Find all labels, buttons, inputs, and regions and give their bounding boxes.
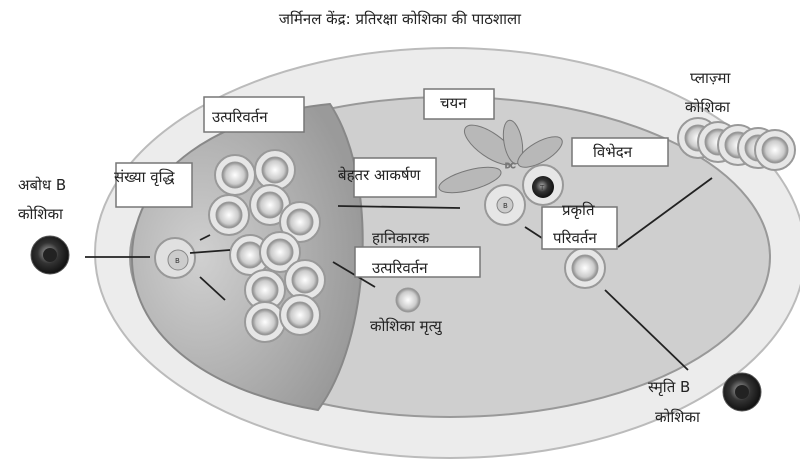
affinity-box: [353, 157, 437, 198]
label-mutation: उत्परिवर्तन: [212, 108, 268, 126]
label-cell-death: कोशिका मृत्यु: [370, 317, 443, 336]
label-naive-b: अबोध B: [18, 176, 66, 194]
dying-cell: [395, 287, 421, 313]
label-selection: चयन: [440, 94, 467, 112]
label-harmful-mutation: उत्परिवर्तन: [372, 259, 428, 277]
label-class-switch-1: प्रकृति: [562, 201, 595, 220]
class-switch-box: [541, 206, 618, 250]
dendritic-cell: DC: [438, 119, 563, 194]
svg-text:DC: DC: [505, 162, 515, 170]
t-cell: T: [522, 164, 564, 206]
mutation-box: [203, 96, 305, 133]
label-memory-b: स्मृति B: [648, 378, 690, 397]
label-harmful: हानिकारक: [372, 229, 430, 247]
svg-text:B: B: [503, 202, 508, 210]
label-class-switch-2: परिवर्तन: [553, 229, 597, 247]
label-proliferation: संख्या वृद्धि: [114, 168, 175, 187]
label-better-affinity: बेहतर आकर्षण: [338, 166, 422, 184]
label-memory-b-cell: कोशिका: [655, 408, 701, 426]
label-plasma-cell: कोशिका: [685, 98, 731, 116]
diagram-title: जर्मिनल केंद्र: प्रतिरक्षा कोशिका की पाठ…: [279, 10, 522, 28]
label-plasma: प्लाज़्मा: [690, 69, 731, 87]
label-naive-b-cell: कोशिका: [18, 205, 64, 223]
arrows: [85, 177, 713, 371]
centroblast: B: [154, 237, 196, 279]
proliferation-box: [115, 162, 193, 208]
svg-text:T: T: [539, 184, 545, 192]
selection-box: [423, 88, 495, 120]
selected-b-cell: B: [484, 184, 526, 226]
memory-b-cell: [722, 372, 762, 412]
naive-b-cell: [30, 235, 70, 275]
svg-text:B: B: [175, 257, 180, 265]
label-differentiation: विभेदन: [593, 143, 633, 161]
switched-b-cell: [564, 247, 606, 289]
harmful-mutation-box: [354, 246, 481, 278]
differentiation-box: [571, 137, 669, 167]
